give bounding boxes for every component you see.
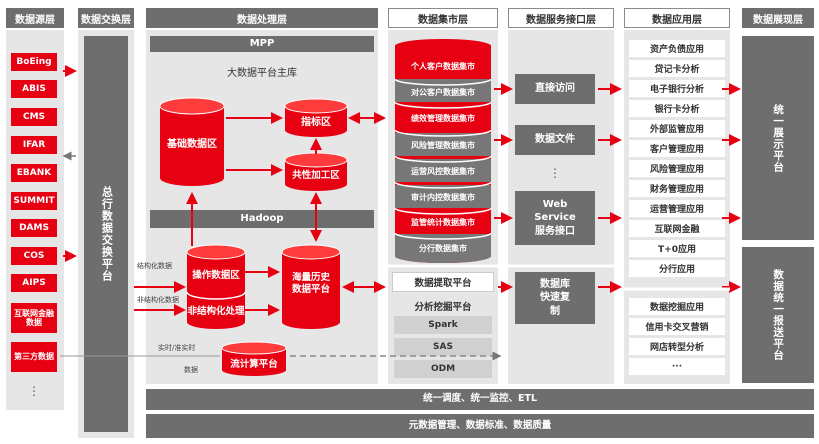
mpp-label: MPP bbox=[150, 36, 374, 52]
label-structured-data: 结构化数据 bbox=[137, 261, 172, 270]
cylinder-indicator: 指标区 bbox=[284, 98, 348, 137]
app-t0: T+0应用 bbox=[629, 240, 725, 257]
base-data-zone-text: 基础数据区 bbox=[166, 137, 217, 150]
cylinder-base-data: 基础数据区 bbox=[159, 97, 225, 186]
footer-metadata-bar: 元数据管理、数据标准、数据质量 bbox=[146, 414, 814, 438]
tool-odm: ODM bbox=[394, 360, 492, 378]
source-third-party: 第三方数据 bbox=[11, 342, 57, 372]
mart-corporate-customer: 对公客户数据集市 bbox=[411, 87, 475, 97]
app-credit-card-analysis: 贷记卡分析 bbox=[629, 60, 725, 77]
service-web-service: Web Service 服务接口 bbox=[515, 191, 595, 245]
cylinder-history-platform: 海量历史数据平台 bbox=[281, 244, 341, 329]
app-customer-management: 客户管理应用 bbox=[629, 140, 725, 157]
app-list-top: 资产负债应用 贷记卡分析 电子银行分析 银行卡分析 外部监管应用 客户管理应用 … bbox=[629, 40, 725, 277]
service-direct-access: 直接访问 bbox=[515, 74, 595, 104]
mart-performance: 绩效管理数据集市 bbox=[411, 113, 475, 123]
mart-risk: 风险管理数据集市 bbox=[411, 140, 475, 150]
unified-reporting-platform: 数据统一报送平台 bbox=[742, 247, 814, 383]
source-more-ellipsis: ⋮ bbox=[28, 384, 40, 398]
app-finance-management: 财务管理应用 bbox=[629, 180, 725, 197]
app-online-store-transformation: 网店转型分析 bbox=[629, 338, 725, 355]
service-db-replica: 数据库快速复制 bbox=[515, 272, 595, 324]
mart-labels: 个人客户数据集市 对公客户数据集市 绩效管理数据集市 风险管理数据集市 运营风控… bbox=[410, 61, 475, 253]
header-presentation: 数据展现层 bbox=[742, 8, 814, 28]
mart-branch: 分行数据集市 bbox=[419, 243, 467, 253]
header-exchange: 数据交换层 bbox=[78, 8, 134, 28]
label-realtime: 实时/准实时 bbox=[158, 343, 195, 352]
source-boeing: BoEing bbox=[11, 53, 57, 71]
app-ebank-analysis: 电子银行分析 bbox=[629, 80, 725, 97]
history-platform-text: 海量历史数据平台 bbox=[291, 272, 330, 296]
header-service: 数据服务接口层 bbox=[508, 8, 614, 28]
source-ifar: IFAR bbox=[11, 136, 57, 154]
app-external-regulation: 外部监管应用 bbox=[629, 120, 725, 137]
unstructured-processing-text: 非结构化处理 bbox=[187, 305, 245, 317]
service-ellipsis: ⋮ bbox=[549, 166, 561, 180]
app-list-bottom: 数据挖掘应用 信用卡交叉营销 网店转型分析 ··· bbox=[629, 298, 725, 375]
label-unstructured-data: 非结构化数据 bbox=[137, 295, 179, 304]
stream-platform-text: 流计算平台 bbox=[230, 358, 278, 370]
tool-spark: Spark bbox=[394, 316, 492, 334]
source-abis: ABIS bbox=[11, 80, 57, 98]
indicator-zone-text: 指标区 bbox=[301, 115, 331, 128]
mart-regulatory-stat: 监管统计数据集市 bbox=[411, 217, 475, 227]
label-data: 数据 bbox=[184, 365, 198, 374]
app-asset-liability: 资产负债应用 bbox=[629, 40, 725, 57]
cylinder-operation-data: 操作数据区 非结构化处理 bbox=[186, 244, 246, 329]
data-extraction-platform: 数据提取平台 bbox=[392, 272, 494, 292]
header-mart: 数据集市层 bbox=[388, 8, 498, 28]
unified-display-platform: 统一展示平台 bbox=[742, 36, 814, 240]
source-dams: DAMS bbox=[11, 219, 57, 237]
app-credit-card-cross-sell: 信用卡交叉营销 bbox=[629, 318, 725, 335]
section-separators bbox=[388, 264, 730, 291]
app-branch: 分行应用 bbox=[629, 260, 725, 277]
source-internet-finance: 互联网金融数据 bbox=[11, 303, 57, 333]
flow-arrows-right bbox=[494, 83, 741, 293]
mart-audit-control: 审计内控数据集市 bbox=[411, 192, 475, 202]
cylinder-stream-platform: 流计算平台 bbox=[221, 341, 287, 376]
app-operations-management: 运营管理应用 bbox=[629, 200, 725, 217]
processing-internal-arrows bbox=[186, 112, 322, 316]
source-ebank: EBANK bbox=[11, 164, 57, 182]
mart-personal-customer: 个人客户数据集市 bbox=[410, 61, 475, 71]
service-data-file: 数据文件 bbox=[515, 125, 595, 155]
app-bank-card-analysis: 银行卡分析 bbox=[629, 100, 725, 117]
app-data-mining: 数据挖掘应用 bbox=[629, 298, 725, 315]
source-to-exchange-arrows bbox=[63, 65, 77, 262]
platform-main-db-label: 大数据平台主库 bbox=[227, 68, 297, 79]
header-processing: 数据处理层 bbox=[146, 8, 378, 28]
exchange-platform: 总行数据交换平台 bbox=[84, 36, 128, 432]
mart-operation-risk: 运营风控数据集市 bbox=[411, 166, 475, 176]
operation-data-zone-text: 操作数据区 bbox=[192, 269, 240, 281]
analysis-mining-platform-label: 分析挖掘平台 bbox=[414, 302, 472, 313]
footer-scheduling-bar: 统一调度、统一监控、ETL bbox=[146, 389, 814, 410]
cylinder-common-process: 共性加工区 bbox=[284, 152, 348, 191]
app-internet-finance: 互联网金融 bbox=[629, 220, 725, 237]
source-cms: CMS bbox=[11, 108, 57, 126]
header-application: 数据应用层 bbox=[624, 8, 730, 28]
source-cos: COS bbox=[11, 247, 57, 265]
common-process-zone-text: 共性加工区 bbox=[292, 169, 340, 181]
processing-to-mart-arrows bbox=[342, 112, 386, 293]
source-summit: SUMMIT bbox=[11, 192, 57, 210]
tool-sas: SAS bbox=[394, 338, 492, 356]
header-sources: 数据源层 bbox=[6, 8, 64, 28]
source-aips: AIPS bbox=[11, 274, 57, 292]
app-risk-management: 风险管理应用 bbox=[629, 160, 725, 177]
app-more: ··· bbox=[629, 358, 725, 375]
mart-bands bbox=[394, 78, 492, 263]
exchange-to-processing-arrows bbox=[134, 281, 186, 316]
